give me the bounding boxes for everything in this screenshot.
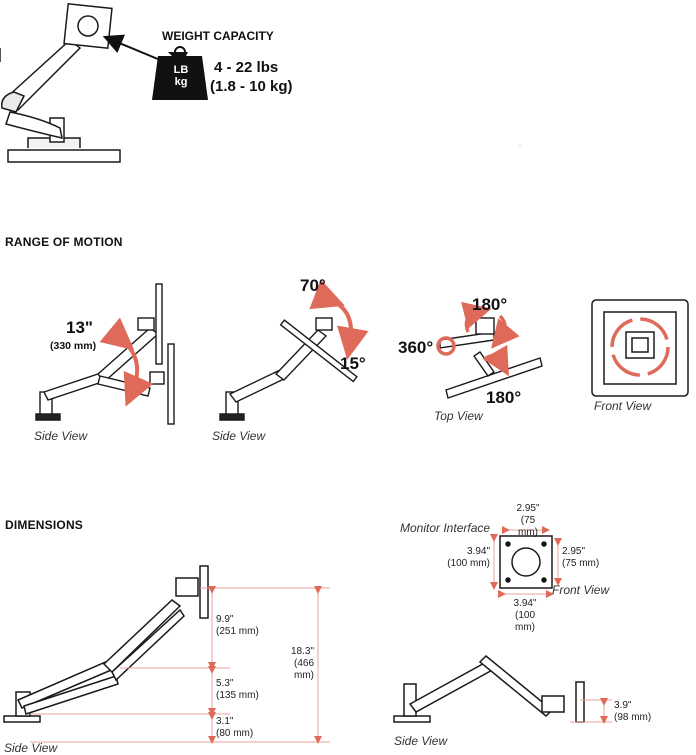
side-view-label-1: Side View: [34, 429, 88, 443]
vesa-left-mm: (100 mm): [447, 558, 490, 569]
dim-upper-mm: (251 mm): [216, 626, 259, 637]
side-view-label-2: Side View: [212, 429, 266, 443]
dim-right: 3.9" (98 mm): [614, 700, 651, 724]
badge-lb-text: LB: [173, 64, 189, 76]
dim-mid-in: 5.3": [216, 678, 234, 689]
pan-top-value: 180°: [472, 295, 508, 314]
dimensions-side-illustration: [3, 565, 209, 723]
side-view-tilt-illustration: [219, 317, 358, 421]
weight-badge-icon: [152, 52, 208, 100]
dim-low: 3.1" (80 mm): [216, 716, 253, 740]
svg-text:-: -: [519, 143, 521, 149]
swivel-arrow-icon: [436, 336, 456, 356]
dim-upper-in: 9.9": [216, 614, 234, 625]
vesa-top-mm: (75 mm): [518, 515, 538, 538]
vesa-bottom-in: 3.94": [513, 598, 537, 609]
front-view-dim-label: Front View: [552, 583, 610, 597]
vesa-right-dimension: 2.95" (75 mm): [562, 546, 599, 570]
dim-total-mm: (466 mm): [293, 658, 314, 681]
tilt-down-value: 15°: [340, 354, 366, 373]
badge-kg-text: kg: [174, 76, 188, 88]
side-view-lift-illustration: [35, 283, 175, 425]
top-view-illustration: [439, 317, 543, 399]
dim-upper: 9.9" (251 mm): [216, 614, 259, 638]
vesa-right-in: 2.95": [562, 546, 586, 557]
dimensions-side-right-illustration: [393, 654, 585, 723]
vesa-plate-illustration: [499, 535, 553, 589]
weight-badge-label: LB kg: [168, 64, 194, 88]
dim-right-in: 3.9": [614, 700, 632, 711]
hero-arm-illustration: [0, 2, 121, 163]
capacity-pointer-arrow: [102, 34, 166, 63]
swivel-value: 360°: [398, 338, 434, 357]
dim-low-mm: (80 mm): [216, 728, 254, 739]
dim-total-in: 18.3": [290, 646, 314, 657]
front-view-label: Front View: [594, 399, 652, 413]
pan-bottom-value: 180°: [486, 388, 522, 407]
front-view-illustration: [591, 299, 689, 397]
weight-capacity-title: WEIGHT CAPACITY: [162, 29, 274, 43]
vesa-top-dimension: 2.95" (75 mm): [510, 503, 546, 539]
dim-low-in: 3.1": [216, 716, 234, 727]
vesa-left-in: 3.94": [466, 546, 490, 557]
dim-right-mm: (98 mm): [614, 712, 652, 723]
tilt-up-value: 70°: [300, 276, 326, 295]
range-of-motion-title: RANGE OF MOTION: [5, 235, 123, 249]
dim-side-view-left: Side View: [4, 741, 58, 755]
weight-range-lbs: 4 - 22 lbs: [214, 59, 279, 76]
vesa-top-in: 2.95": [516, 503, 540, 514]
dim-mid: 5.3" (135 mm): [216, 678, 259, 702]
vesa-left-dimension: 3.94" (100 mm): [446, 546, 490, 570]
weight-range-kg: (1.8 - 10 kg): [210, 78, 293, 95]
lift-value: 13": [66, 318, 93, 337]
top-view-label: Top View: [434, 409, 483, 423]
dimensions-title: DIMENSIONS: [5, 518, 84, 532]
dimension-lines: [30, 586, 330, 744]
dim-total: 18.3" (466 mm): [272, 646, 314, 682]
lift-metric: (330 mm): [50, 340, 97, 352]
vesa-right-mm: (75 mm): [562, 558, 600, 569]
vesa-bottom-mm: (100 mm): [514, 610, 535, 633]
dim-mid-mm: (135 mm): [216, 690, 259, 701]
monitor-interface-label: Monitor Interface: [400, 521, 491, 535]
rotation-arrow-icon: [610, 317, 670, 377]
vesa-bottom-dimension: 3.94" (100 mm): [504, 598, 546, 634]
dim-side-view-right: Side View: [394, 734, 448, 748]
